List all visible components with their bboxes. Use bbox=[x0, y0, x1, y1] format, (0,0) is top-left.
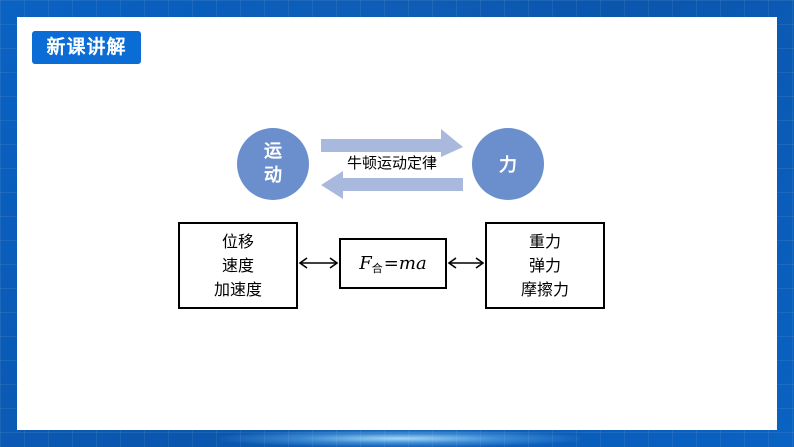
bottom-glow bbox=[220, 430, 580, 447]
formula-lhs: F bbox=[359, 252, 372, 274]
kinematics-box: 位移 速度 加速度 bbox=[178, 222, 298, 309]
circle-motion: 运动 bbox=[237, 128, 309, 200]
kinematics-item-acceleration: 加速度 bbox=[213, 279, 262, 299]
double-direction-arrows bbox=[321, 129, 463, 199]
formula-rhs: =ma bbox=[383, 252, 427, 274]
forces-box: 重力 弹力 摩擦力 bbox=[485, 222, 605, 309]
kinematics-item-displacement: 位移 bbox=[221, 231, 254, 251]
circle-motion-label: 运动 bbox=[264, 141, 282, 186]
newton-laws-label: 牛顿运动定律 bbox=[346, 154, 437, 172]
force-item-elastic: 弹力 bbox=[528, 255, 561, 275]
kinematics-item-velocity: 速度 bbox=[221, 255, 254, 275]
double-arrow-left-icon bbox=[298, 257, 339, 269]
arrow-left-shape bbox=[321, 171, 463, 199]
formula-subscript: 合 bbox=[371, 261, 383, 275]
force-item-friction: 摩擦力 bbox=[520, 279, 569, 299]
force-item-gravity: 重力 bbox=[528, 231, 561, 251]
circle-force: 力 bbox=[472, 128, 544, 200]
arrow-right-shape bbox=[321, 129, 463, 157]
slide-title: 新课讲解 bbox=[32, 31, 141, 64]
circle-force-label: 力 bbox=[499, 155, 517, 176]
double-arrow-right-icon bbox=[447, 257, 485, 269]
